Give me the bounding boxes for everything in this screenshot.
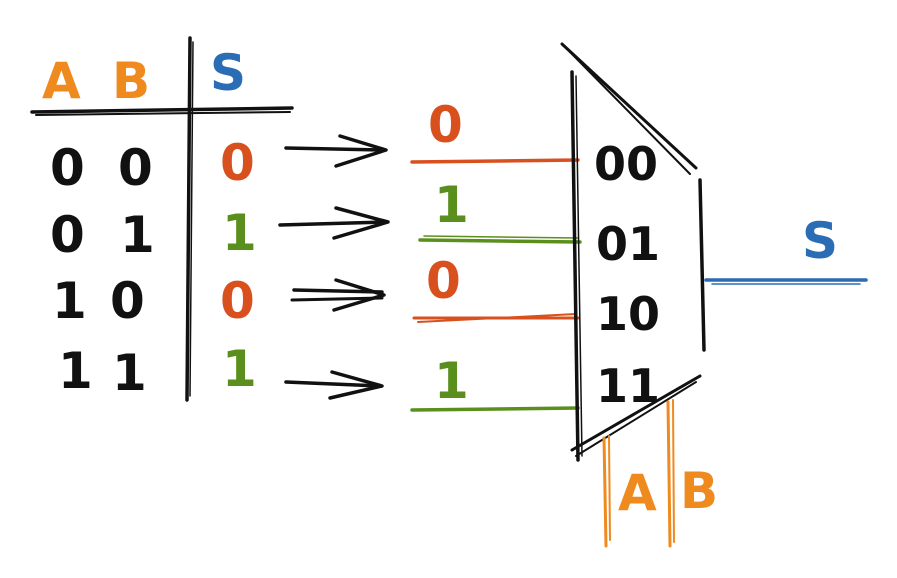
table-row: 1 1 1 [58,340,257,402]
row-b-value: 0 [118,139,153,197]
table-divider [185,36,194,402]
output-wire [704,278,868,285]
input-value-label: 1 [434,176,469,234]
select-code-label: 11 [596,359,660,413]
table-row: 1 0 0 [52,272,255,330]
select-label-b: B [680,462,718,520]
row-s-value: 1 [222,204,257,262]
row-s-value: 1 [222,340,257,398]
output-label: S [802,212,838,270]
row-b-value: 1 [112,344,147,402]
row-b-value: 0 [110,272,145,330]
table-header-s: S [210,44,246,102]
table-header-b: B [112,52,150,110]
row-a-value: 1 [58,342,93,400]
input-wires [410,158,582,412]
select-code-label: 10 [596,287,660,341]
arrow-icon [284,370,384,400]
arrow-icon [284,134,388,168]
arrows [278,134,390,400]
row-a-value: 1 [52,272,87,330]
row-a-value: 0 [50,206,85,264]
table-header-a: A [42,52,81,110]
arrow-icon [290,278,386,312]
arrow-icon [278,206,390,240]
multiplexer-body [560,42,706,462]
input-value-label: 1 [434,352,469,410]
table-header-rule [30,106,294,116]
input-value-label: 0 [428,96,463,154]
select-code-label: 01 [596,217,660,271]
select-label-a: A [618,464,657,522]
row-b-value: 1 [120,206,155,264]
select-lines [602,399,675,548]
row-s-value: 0 [220,134,255,192]
table-row: 0 0 0 [50,134,255,197]
truth-table: A B S 0 0 0 0 1 1 1 0 0 [30,36,294,402]
row-s-value: 0 [220,272,255,330]
table-row: 0 1 1 [50,204,257,264]
select-code-label: 00 [594,137,658,191]
row-a-value: 0 [50,139,85,197]
input-value-label: 0 [426,252,461,310]
